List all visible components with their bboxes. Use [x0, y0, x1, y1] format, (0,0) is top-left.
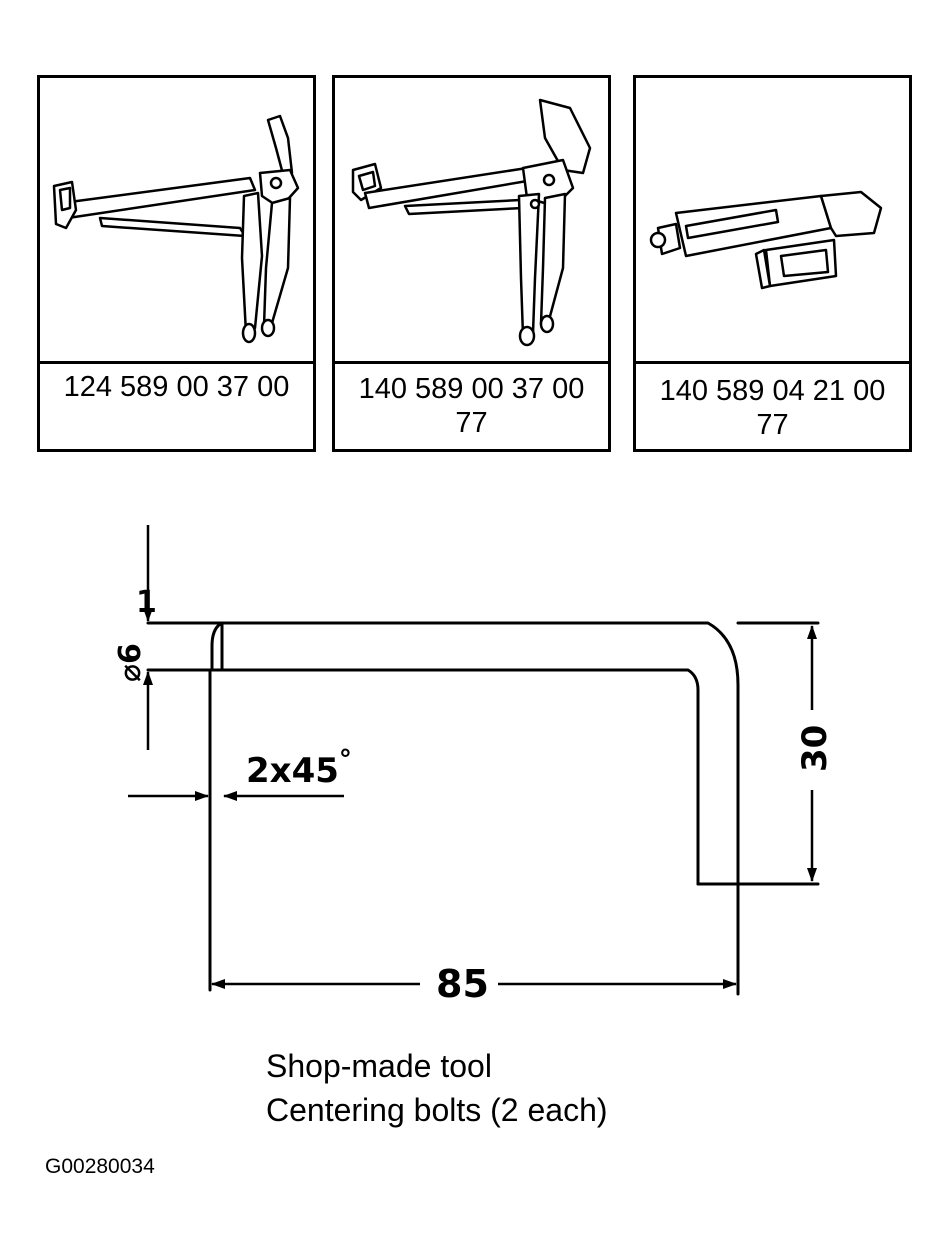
tool-id-line2: 77	[455, 407, 488, 439]
dimension-diameter-label: ⌀6	[113, 643, 148, 682]
dimension-length-label: 85	[436, 962, 489, 1006]
clamp-pliers-icon	[52, 114, 300, 344]
tool-panel-1: 124 589 00 37 00	[37, 75, 316, 452]
tool-part-number: 124 589 00 37 00	[40, 370, 313, 404]
centering-bolt-drawing: 1 ⌀6 2x45° 30 85	[113, 525, 835, 1006]
figure-caption: Shop-made tool Centering bolts (2 each)	[266, 1044, 608, 1132]
caption-line-1: Shop-made tool	[266, 1048, 492, 1084]
caption-line-2: Centering bolts (2 each)	[266, 1092, 608, 1128]
tool-panel-2: 140 589 00 37 00 77	[332, 75, 611, 452]
tool-panel-3: 140 589 04 21 00 77	[633, 75, 912, 452]
tool-id-line2: 77	[756, 409, 789, 441]
figure-id: G00280034	[45, 1155, 155, 1178]
tool-part-number: 140 589 04 21 00 77	[636, 374, 909, 442]
dimension-height-label: 1	[136, 585, 157, 620]
holder-tool-icon	[649, 190, 883, 290]
locking-pliers-icon	[351, 98, 592, 347]
dimension-chamfer-label: 2x45°	[246, 745, 352, 791]
dimension-leg-label: 30	[795, 725, 835, 772]
tool-part-number: 140 589 00 37 00 77	[335, 372, 608, 440]
tool-id-line1: 140 589 04 21 00	[659, 375, 886, 407]
tool-id-line1: 140 589 00 37 00	[358, 373, 585, 405]
rod-outline	[220, 621, 740, 886]
tool-id-line1: 124 589 00 37 00	[63, 371, 290, 403]
